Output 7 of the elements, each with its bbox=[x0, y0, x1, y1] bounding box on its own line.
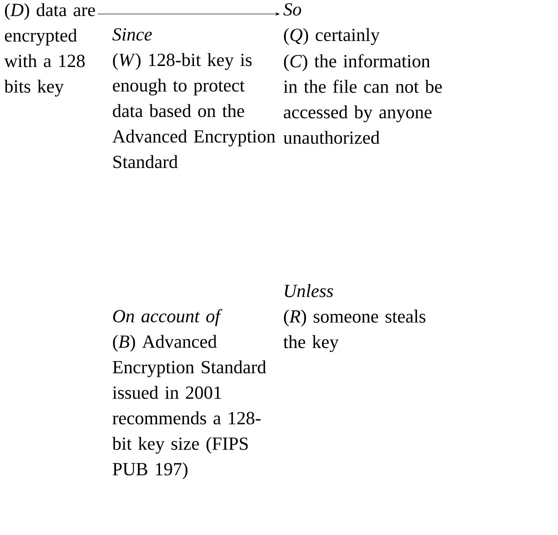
data-text: (D) data are encrypted with a 128 bits key bbox=[4, 3, 95, 97]
arrow bbox=[97, 12, 280, 16]
claim-text: (C) the information in the file can not be accessed by anyone unauthorized bbox=[283, 54, 442, 144]
qualifier-text: So (Q) certainly bbox=[283, 3, 380, 45]
backing-text: On account of (B) Advanced Encryption Standard issued in 2001 recommends a 128-bit key size (FIPS PUB 197) bbox=[112, 309, 266, 480]
warrant-text: Since (W) 128-bit key is enough to protect data based on the Advanced Encryption Standard bbox=[112, 28, 276, 168]
rebuttal-text: Unless (R) someone steals the key bbox=[283, 284, 426, 352]
